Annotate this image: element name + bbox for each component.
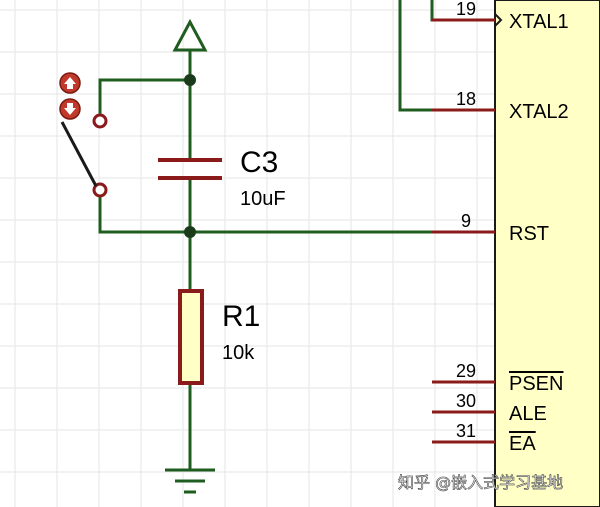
down-arrow-icon (64, 103, 76, 115)
pin-name-rst: RST (509, 223, 549, 245)
up-arrow-icon (64, 77, 76, 89)
capacitor-value: 10uF (240, 188, 286, 210)
reset-switch (60, 113, 108, 198)
capacitor-ref: C3 (240, 146, 278, 179)
wire-switch-top (98, 78, 192, 114)
resistor-value: 10k (222, 342, 255, 364)
pin-name-ea: EA (509, 433, 536, 455)
chip-body (494, 0, 600, 507)
junction-top (184, 74, 196, 86)
watermark: 知乎 @嵌入式学习基地 (398, 473, 563, 492)
capacitor-c3 (158, 158, 222, 180)
power-supply-symbol (172, 18, 208, 80)
clock-marker (494, 13, 503, 27)
ground-symbol (165, 468, 215, 494)
pin-number-30: 30 (456, 391, 476, 411)
pin-name-xtal1: XTAL1 (509, 11, 569, 33)
pin-number-9: 9 (461, 211, 471, 231)
pin-number-29: 29 (456, 361, 476, 381)
switch-up-button[interactable] (59, 72, 81, 94)
wire-switch-bottom (98, 196, 192, 234)
pin-name-psen: PSEN (509, 373, 563, 395)
resistor-r1 (178, 289, 204, 385)
pin-name-ale: ALE (509, 403, 547, 425)
junction-rst (184, 226, 196, 238)
pin-name-xtal2: XTAL2 (509, 101, 569, 123)
resistor-ref: R1 (222, 300, 260, 333)
switch-down-button[interactable] (59, 98, 81, 120)
pin-number-19: 19 (456, 0, 476, 19)
pin-number-18: 18 (456, 89, 476, 109)
pin-number-31: 31 (456, 421, 476, 441)
